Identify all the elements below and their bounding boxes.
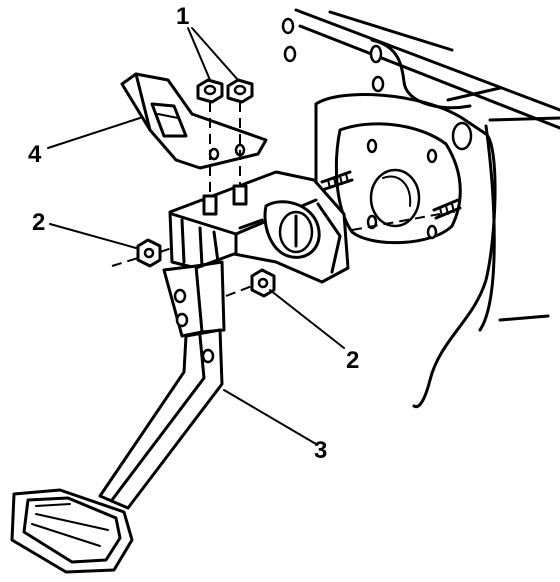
bracket-hole xyxy=(208,147,220,161)
pedal-pivot-housing xyxy=(168,170,350,284)
panel-hole xyxy=(369,44,383,64)
booster-studs xyxy=(320,170,462,231)
bracket-nuts xyxy=(196,78,254,206)
callout-3: 3 xyxy=(314,437,327,464)
dash-panel xyxy=(281,8,560,409)
pedal-pad xyxy=(10,488,134,574)
pivot-nuts xyxy=(111,238,276,298)
callout-1: 1 xyxy=(176,3,189,30)
panel-hole xyxy=(281,17,295,35)
pedal-support-bracket xyxy=(120,72,268,170)
booster-opening xyxy=(369,168,421,228)
callout-2-left: 2 xyxy=(32,209,45,236)
plate-hole xyxy=(366,138,378,154)
booster-mounting-plate xyxy=(334,122,462,245)
panel-hole xyxy=(283,45,297,63)
panel-hole xyxy=(451,121,473,151)
panel-hole xyxy=(371,75,385,93)
plate-hole xyxy=(426,148,438,164)
plate-hole xyxy=(426,224,438,240)
callout-4: 4 xyxy=(28,141,42,168)
callout-2-right: 2 xyxy=(346,347,359,374)
brake-pedal-arm xyxy=(98,260,226,510)
leader-lines xyxy=(47,27,345,445)
